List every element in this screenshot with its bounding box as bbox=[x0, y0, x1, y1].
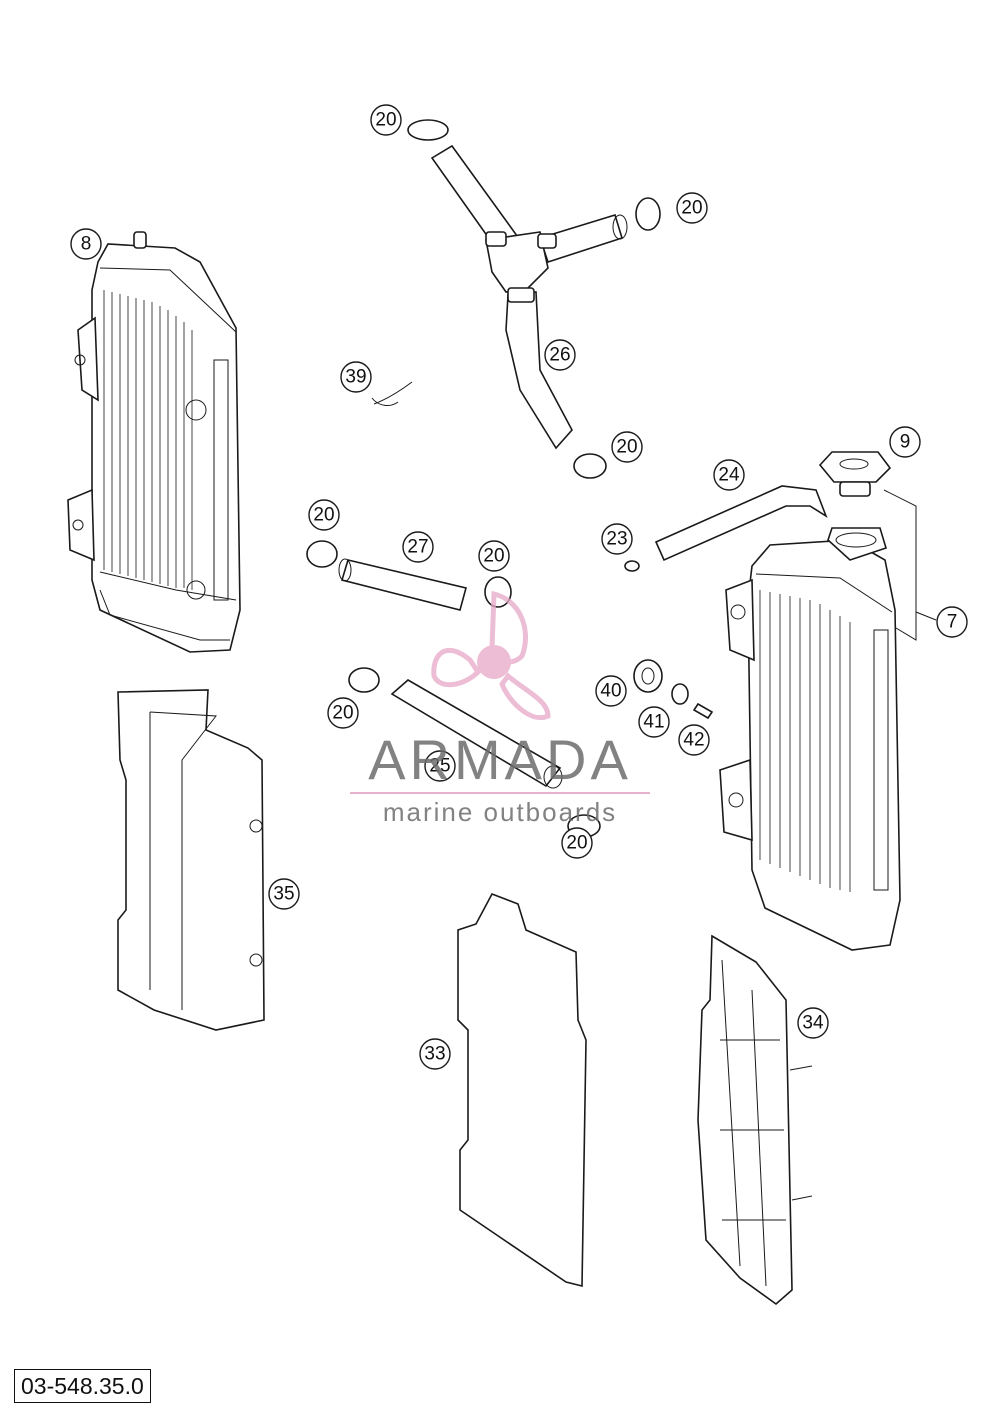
left-radiator-core-fins bbox=[103, 290, 193, 590]
callout-c14: 40 bbox=[595, 675, 627, 707]
drawing-reference-code: 03-548.35.0 bbox=[14, 1369, 151, 1403]
right-radiator-core-fins bbox=[759, 590, 851, 892]
callout-c3: 8 bbox=[70, 228, 102, 260]
svg-text:35: 35 bbox=[273, 884, 294, 905]
callout-c15: 41 bbox=[638, 706, 670, 738]
svg-text:20: 20 bbox=[681, 198, 702, 219]
straight-hoses bbox=[338, 485, 828, 789]
callout-c18: 25 bbox=[424, 750, 456, 782]
watermark-subtitle: marine outboards bbox=[382, 797, 618, 827]
svg-text:42: 42 bbox=[683, 730, 704, 751]
svg-text:41: 41 bbox=[643, 712, 664, 733]
callout-c7: 9 bbox=[889, 426, 921, 458]
callout-c12: 23 bbox=[601, 523, 633, 555]
callout-c16: 42 bbox=[678, 724, 710, 756]
callout-c20: 35 bbox=[268, 878, 300, 910]
leader-line-7b bbox=[915, 611, 937, 621]
callout-c11: 20 bbox=[478, 540, 510, 572]
center-grille bbox=[457, 892, 587, 1288]
svg-text:20: 20 bbox=[483, 546, 504, 567]
svg-text:20: 20 bbox=[616, 437, 637, 458]
small-parts bbox=[371, 381, 714, 720]
svg-text:23: 23 bbox=[606, 529, 627, 550]
svg-text:26: 26 bbox=[549, 345, 570, 366]
radiator-cap bbox=[818, 451, 892, 497]
callout-c10: 27 bbox=[402, 531, 434, 563]
watermark-divider bbox=[350, 792, 650, 794]
watermark-title: ARMADA bbox=[368, 728, 632, 791]
callout-c4: 26 bbox=[544, 339, 576, 371]
svg-text:20: 20 bbox=[375, 110, 396, 131]
right-radiator bbox=[719, 527, 901, 951]
svg-text:33: 33 bbox=[424, 1044, 445, 1065]
callout-c9: 20 bbox=[308, 499, 340, 531]
svg-text:39: 39 bbox=[345, 367, 366, 388]
callout-c5: 39 bbox=[340, 361, 372, 393]
svg-text:40: 40 bbox=[600, 681, 621, 702]
callout-c17: 20 bbox=[327, 697, 359, 729]
upper-hose-assembly bbox=[430, 144, 628, 450]
svg-text:9: 9 bbox=[900, 432, 911, 453]
hose-clamps bbox=[306, 119, 661, 838]
left-shroud bbox=[117, 689, 265, 1031]
callout-c6: 20 bbox=[611, 431, 643, 463]
callout-c8: 24 bbox=[713, 459, 745, 491]
callout-c21: 34 bbox=[797, 1007, 829, 1039]
svg-text:25: 25 bbox=[429, 756, 450, 777]
svg-text:27: 27 bbox=[407, 537, 428, 558]
leader-line-7 bbox=[883, 489, 917, 641]
callout-markers: 20 20 8 26 39 20 9 24 20 27 20 23 7 40 4… bbox=[70, 104, 968, 1070]
svg-text:24: 24 bbox=[718, 465, 740, 486]
right-shroud bbox=[697, 934, 813, 1306]
callout-c2: 20 bbox=[676, 192, 708, 224]
callout-c22: 33 bbox=[419, 1038, 451, 1070]
svg-text:20: 20 bbox=[332, 703, 353, 724]
svg-text:20: 20 bbox=[566, 833, 587, 854]
callout-c1: 20 bbox=[370, 104, 402, 136]
svg-text:34: 34 bbox=[802, 1013, 824, 1034]
left-radiator bbox=[67, 231, 241, 653]
callout-c19: 20 bbox=[561, 827, 593, 859]
svg-text:8: 8 bbox=[81, 234, 92, 255]
svg-text:20: 20 bbox=[313, 505, 334, 526]
callout-c13: 7 bbox=[936, 606, 968, 638]
propeller-logo bbox=[431, 590, 551, 721]
svg-text:7: 7 bbox=[947, 612, 958, 633]
